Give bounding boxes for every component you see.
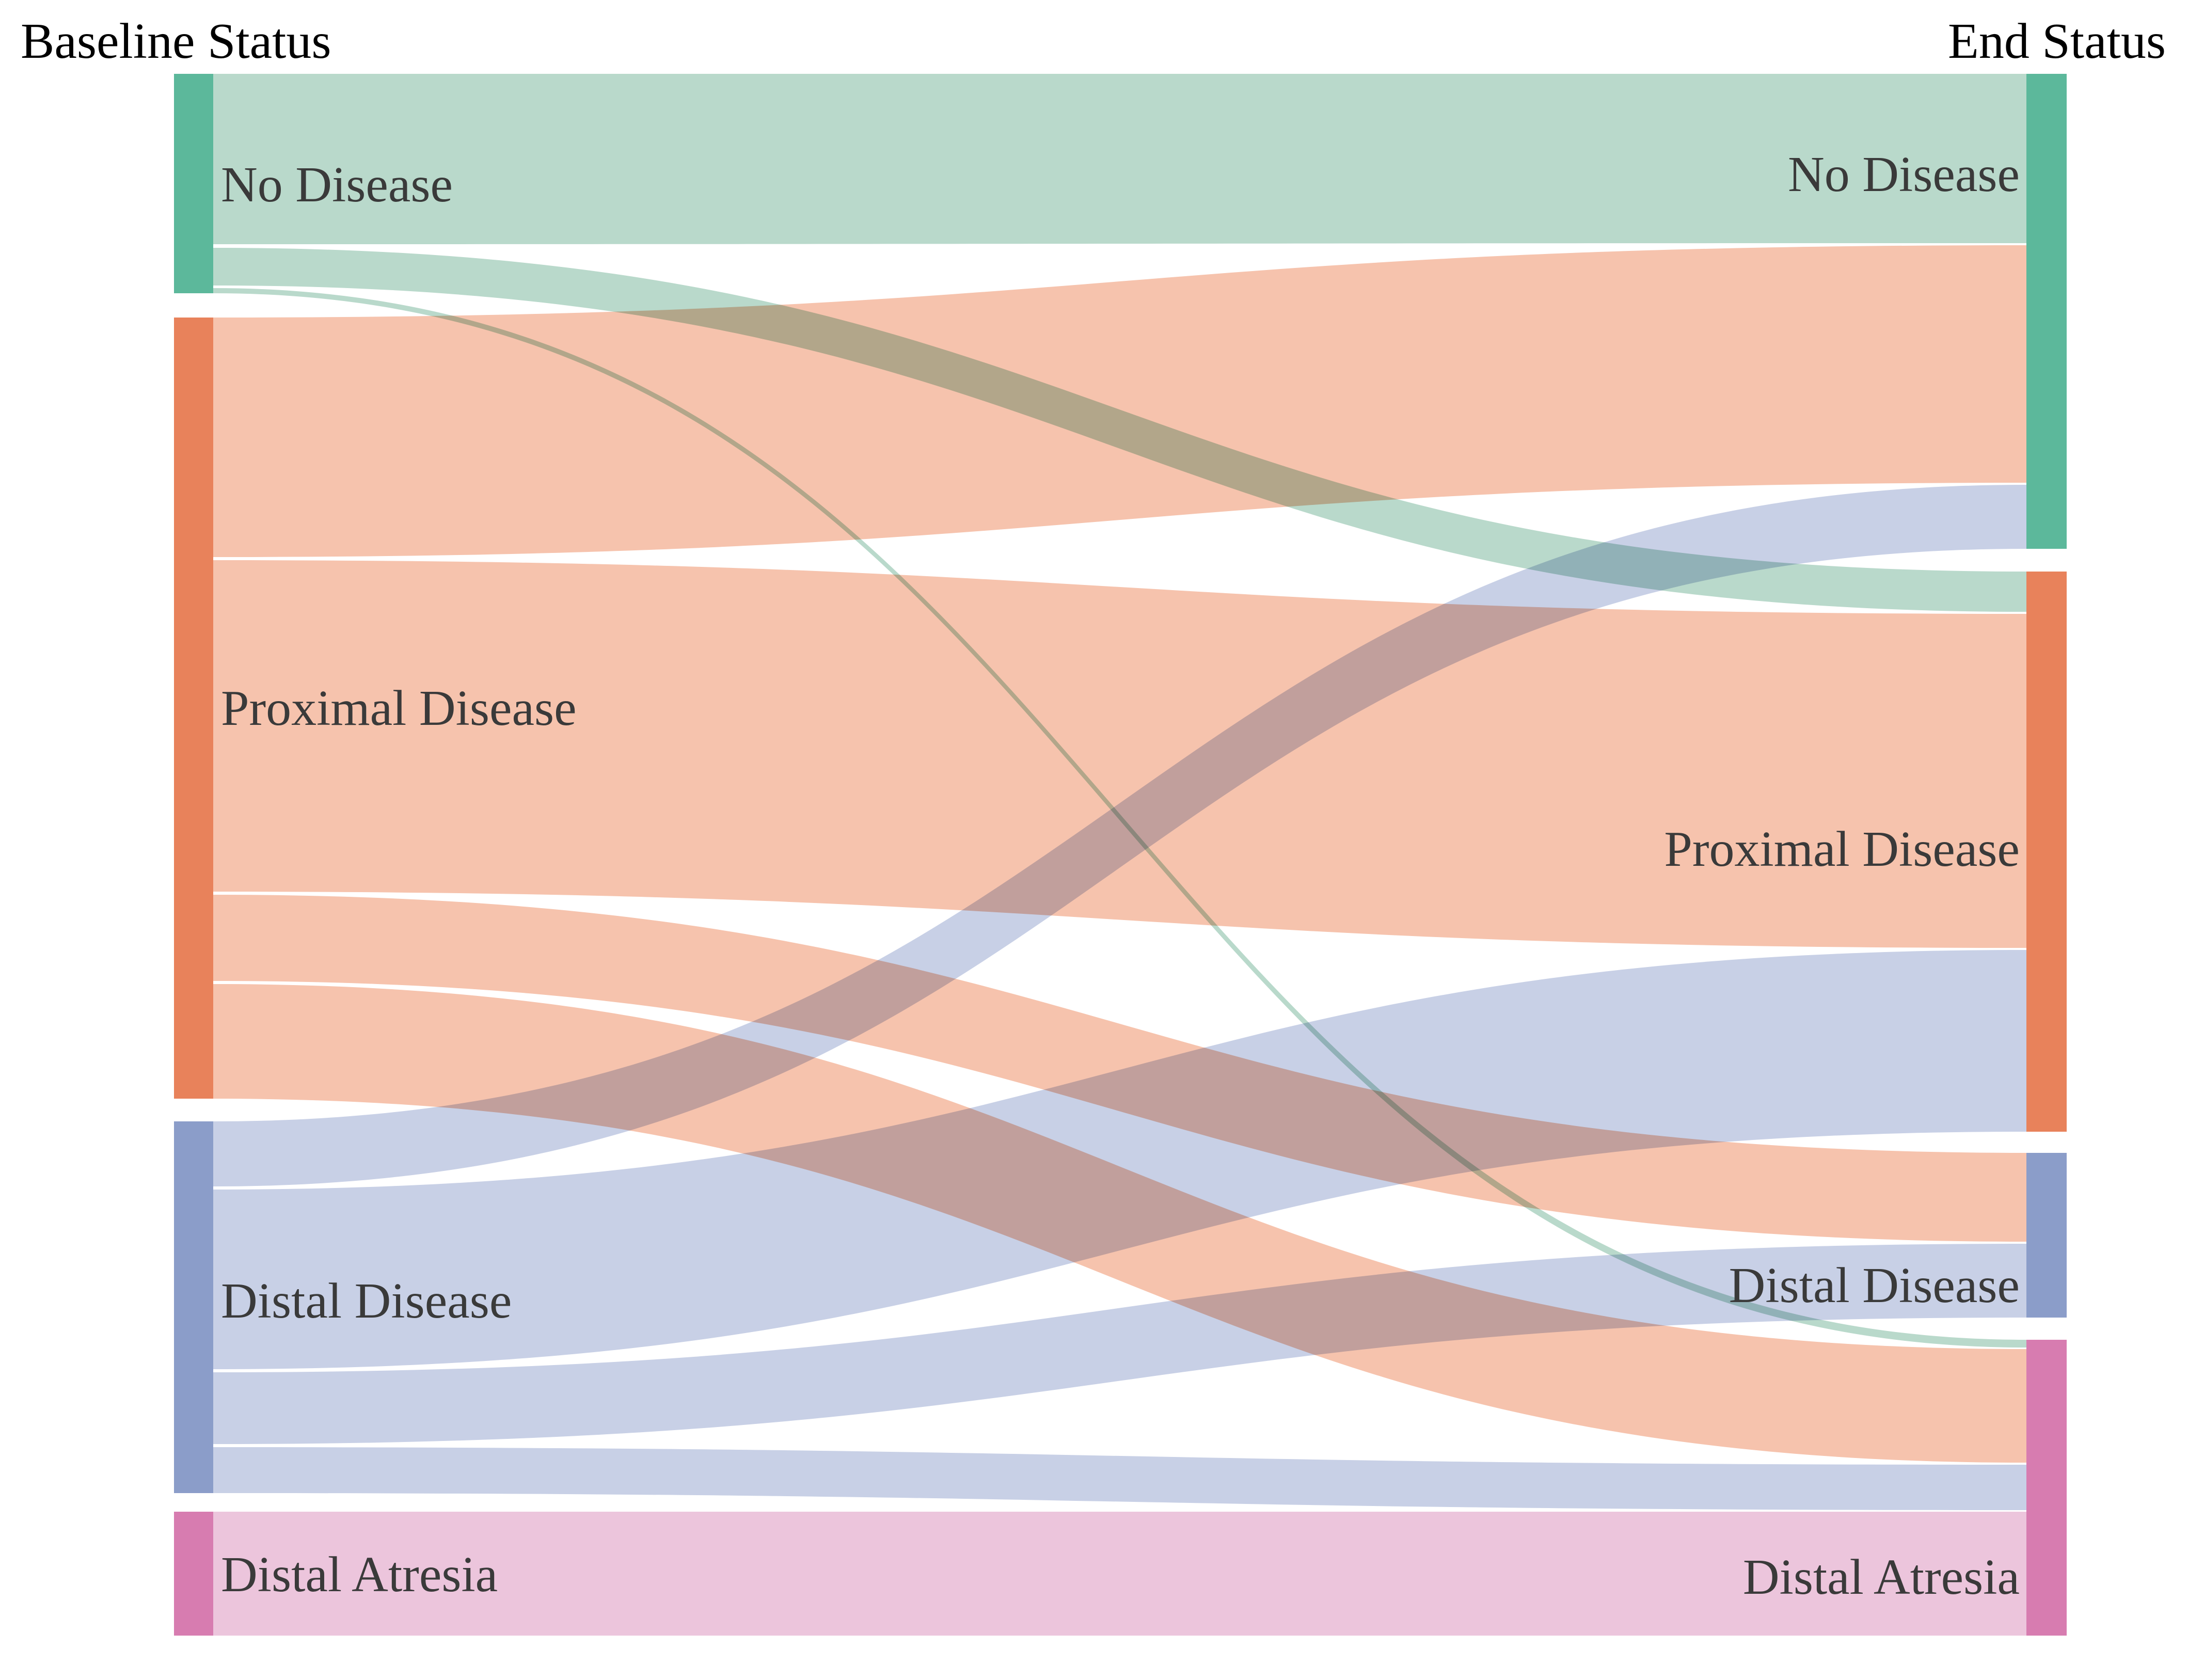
node-right-proximal-disease (2026, 572, 2067, 1132)
flow-distal-atresia-to-distal-atresia (213, 1512, 2026, 1636)
node-label-right-distal-atresia: Distal Atresia (1743, 1549, 2020, 1605)
node-left-distal-disease (174, 1121, 213, 1493)
flow-proximal-disease-to-no-disease (213, 245, 2026, 557)
node-label-right-distal-disease: Distal Disease (1729, 1258, 2020, 1313)
node-left-no-disease (174, 74, 213, 293)
left-column-title: Baseline Status (21, 13, 331, 69)
node-right-distal-disease (2026, 1153, 2067, 1318)
flow-distal-disease-to-distal-atresia (213, 1447, 2026, 1510)
node-right-distal-atresia (2026, 1340, 2067, 1636)
node-label-right-no-disease: No Disease (1788, 147, 2020, 202)
node-label-left-distal-disease: Distal Disease (221, 1273, 512, 1329)
node-label-left-proximal-disease: Proximal Disease (221, 680, 577, 736)
flow-distal-disease-to-proximal-disease (213, 950, 2026, 1369)
flow-distal-disease-to-no-disease (213, 485, 2026, 1186)
node-left-distal-atresia (174, 1512, 213, 1636)
flow-distal-disease-to-distal-disease (213, 1244, 2026, 1444)
flow-no-disease-to-distal-atresia (213, 288, 2026, 1348)
flow-no-disease-to-proximal-disease (213, 248, 2026, 612)
flow-proximal-disease-to-proximal-disease (213, 560, 2026, 948)
sankey-nodes-layer (174, 74, 2067, 1636)
sankey-links-layer (213, 74, 2026, 1636)
flow-no-disease-to-no-disease (213, 74, 2026, 244)
node-label-left-distal-atresia: Distal Atresia (221, 1547, 498, 1603)
node-right-no-disease (2026, 74, 2067, 549)
node-label-left-no-disease: No Disease (221, 157, 453, 213)
right-column-title: End Status (1948, 13, 2166, 69)
node-label-right-proximal-disease: Proximal Disease (1664, 821, 2020, 877)
node-left-proximal-disease (174, 318, 213, 1099)
